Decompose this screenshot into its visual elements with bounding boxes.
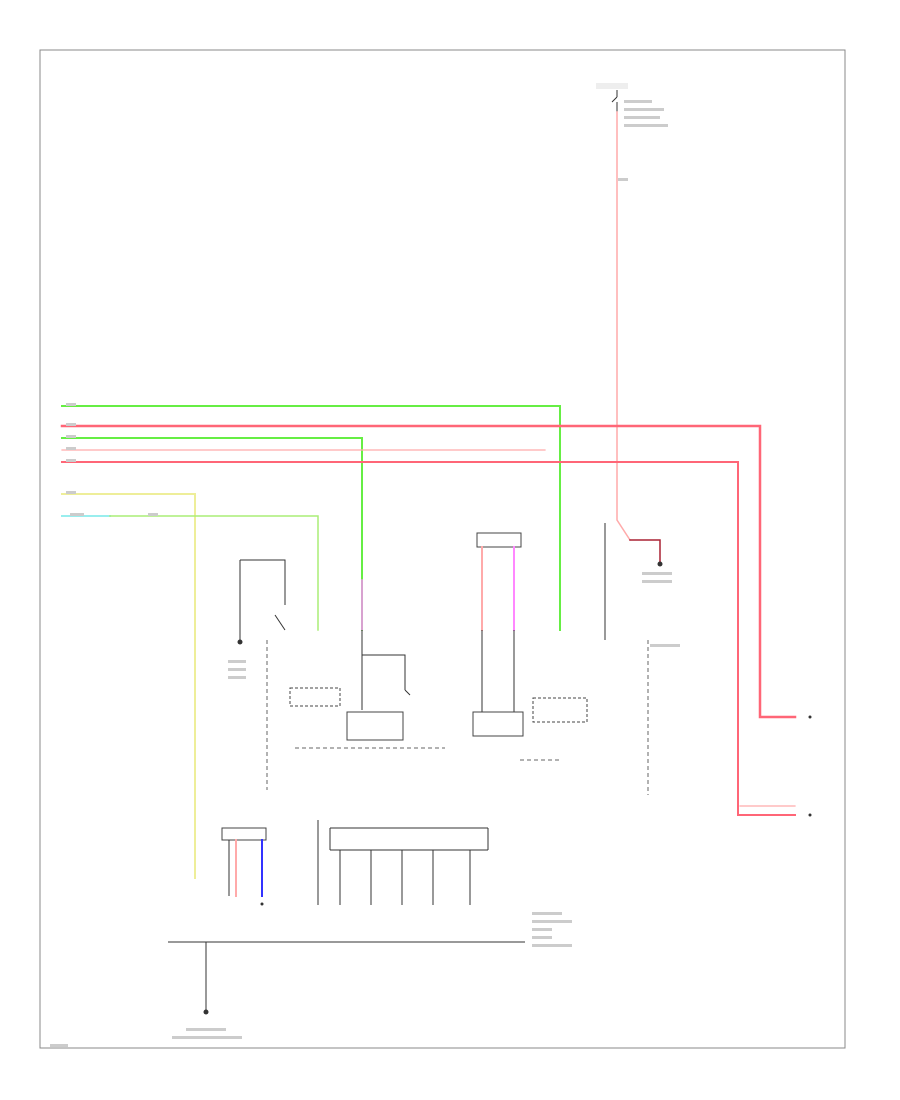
center-left-switch	[237, 559, 341, 790]
connector-marks	[260, 715, 812, 906]
bottom-connector-bar	[317, 820, 489, 905]
diagram-frame	[39, 49, 846, 1049]
center-right-module	[472, 532, 588, 761]
bottom-left-module	[221, 827, 267, 897]
power-feed-top	[596, 83, 632, 542]
center-module	[295, 579, 445, 749]
right-module	[604, 523, 663, 795]
label-marks	[50, 100, 680, 1047]
ground-bus	[168, 941, 525, 1015]
bus-wires	[60, 405, 797, 879]
